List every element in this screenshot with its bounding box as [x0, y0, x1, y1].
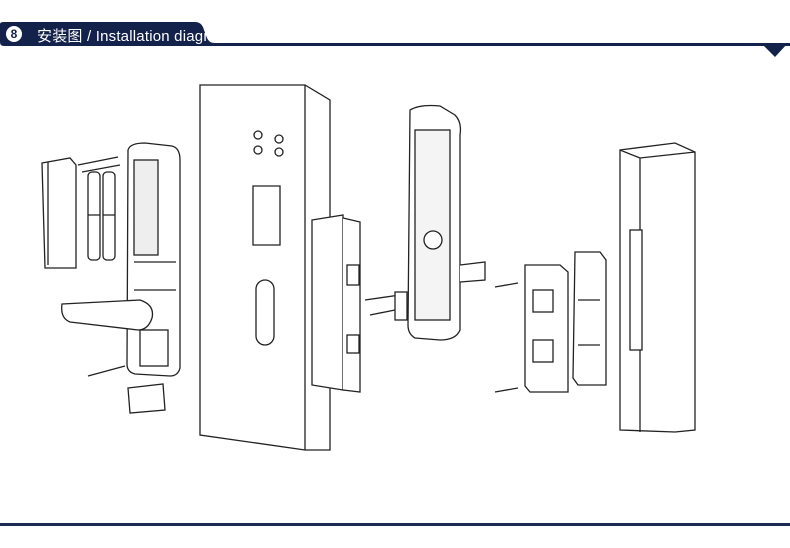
- screws-top: [77, 156, 121, 173]
- installation-diagram: [41, 84, 696, 451]
- spindle-and-screws: [364, 291, 408, 321]
- back-lock-body: [407, 104, 486, 341]
- front-lock-body: [126, 142, 181, 377]
- bottom-divider: [0, 523, 790, 526]
- header-banner: [0, 22, 790, 57]
- section-header: 8 安装图 / Installation diagram: [0, 0, 790, 70]
- section-title: 安装图 / Installation diagram: [37, 28, 230, 45]
- strike-box: [572, 251, 607, 386]
- step-number-badge: 8: [6, 26, 22, 42]
- door-panel: [199, 84, 331, 451]
- batteries: [87, 171, 116, 261]
- handle: [61, 299, 154, 331]
- door-frame: [619, 142, 696, 433]
- mortise-lock: [311, 214, 361, 393]
- screw-bottom: [87, 365, 126, 377]
- battery-cover: [41, 157, 77, 269]
- bottom-clip: [127, 383, 166, 414]
- strike-plate: [524, 264, 569, 393]
- strike-screws: [494, 282, 519, 393]
